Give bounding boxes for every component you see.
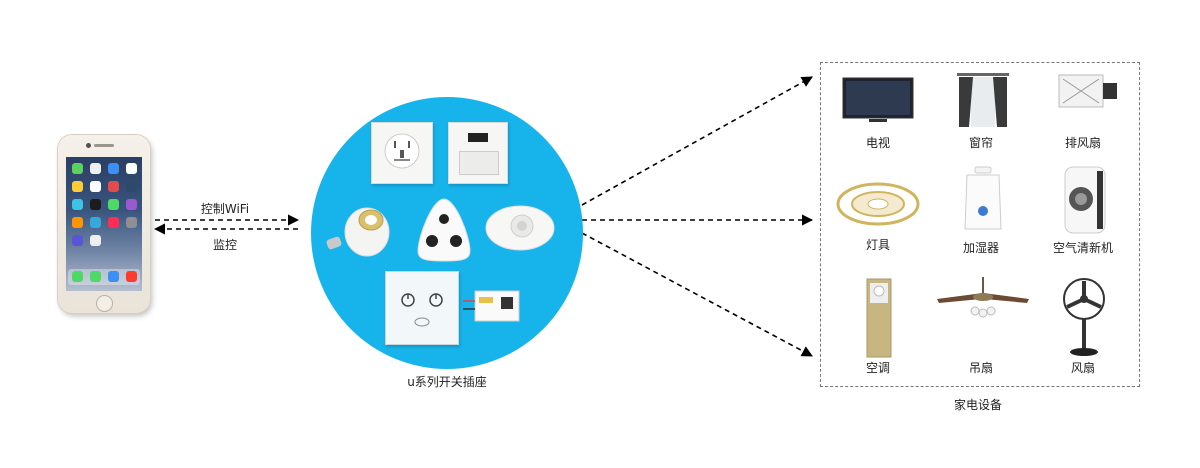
- relay-module-icon: [461, 287, 523, 327]
- app-icon: [72, 181, 83, 192]
- phone-home-button: [96, 295, 113, 312]
- app-icon: [126, 163, 137, 174]
- curtain-icon: [957, 73, 1009, 127]
- appliance-caption: 家电设备: [953, 398, 1003, 412]
- app-icon: [90, 217, 101, 228]
- phone-camera: [86, 143, 91, 148]
- tv-icon: [842, 77, 914, 122]
- motion-sensor-icon: [484, 202, 556, 254]
- appliance-curtain: 窗帘: [931, 69, 1031, 169]
- appliance-fan: 风扇: [1033, 275, 1133, 375]
- rocker-icon: [459, 151, 499, 175]
- app-icon: [90, 199, 101, 210]
- app-icon: [126, 181, 137, 192]
- bulb-socket-icon: [323, 202, 393, 262]
- app-icon: [126, 217, 137, 228]
- app-icon: [108, 199, 119, 210]
- app-icon: [126, 271, 137, 282]
- thermostat-panel-icon: [448, 122, 508, 184]
- appliance-label: 电视: [865, 136, 891, 150]
- app-icon: [108, 271, 119, 282]
- appliance-label: 吊扇: [968, 361, 994, 375]
- appliance-label: 排风扇: [1064, 136, 1102, 150]
- appliance-lamp: 灯具: [828, 171, 928, 271]
- air-purifier-icon: [1064, 166, 1106, 234]
- arrow-to-top: [581, 76, 813, 206]
- app-icon: [90, 163, 101, 174]
- display-icon: [468, 133, 488, 142]
- double-switch-icon: [385, 271, 459, 345]
- control-wifi-label: 控制WiFi: [200, 202, 250, 216]
- arrow-to-bottom: [581, 232, 813, 357]
- smartphone: [58, 135, 150, 313]
- appliance-label: 空调: [865, 361, 891, 375]
- app-icon: [72, 163, 83, 174]
- appliance-tv: 电视: [828, 69, 928, 169]
- wall-socket-icon: [371, 122, 433, 184]
- appliance-label: 灯具: [865, 238, 891, 252]
- appliance-label: 风扇: [1070, 361, 1096, 375]
- exhaust-fan-icon: [1058, 74, 1117, 108]
- app-icon: [90, 235, 101, 246]
- app-icon: [90, 271, 101, 282]
- app-icon: [90, 181, 101, 192]
- hub-caption: u系列开关插座: [407, 375, 487, 389]
- ceiling-fan-icon: [937, 277, 1029, 318]
- app-icon: [72, 217, 83, 228]
- appliance-air-conditioner: 空调: [828, 275, 928, 375]
- app-icon: [72, 271, 83, 282]
- humidifier-icon: [964, 166, 1002, 230]
- appliance-label: 加湿器: [962, 241, 1000, 255]
- app-icon: [108, 217, 119, 228]
- phone-screen: [66, 157, 142, 291]
- air-conditioner-icon: [866, 278, 892, 358]
- switch-socket-hub: [311, 97, 583, 369]
- phone-dock: [68, 269, 140, 285]
- app-icon: [108, 181, 119, 192]
- app-icon: [72, 235, 83, 246]
- appliance-label: 窗帘: [968, 136, 994, 150]
- appliance-air-purifier: 空气清新机: [1033, 161, 1133, 261]
- appliance-box: 电视 窗帘 排风扇 灯具 加湿器: [820, 62, 1140, 387]
- fan-icon: [1063, 278, 1105, 356]
- appliance-humidifier: 加湿器: [931, 161, 1031, 261]
- app-icon: [126, 199, 137, 210]
- app-icon: [108, 163, 119, 174]
- phone-speaker: [94, 144, 114, 147]
- remote-icon: [416, 197, 472, 263]
- app-icon: [72, 199, 83, 210]
- lamp-icon: [836, 182, 920, 226]
- appliance-ceiling-fan: 吊扇: [931, 275, 1031, 375]
- appliance-label: 空气清新机: [1052, 241, 1114, 255]
- appliance-exhaust-fan: 排风扇: [1033, 69, 1133, 169]
- monitor-label: 监控: [212, 238, 238, 252]
